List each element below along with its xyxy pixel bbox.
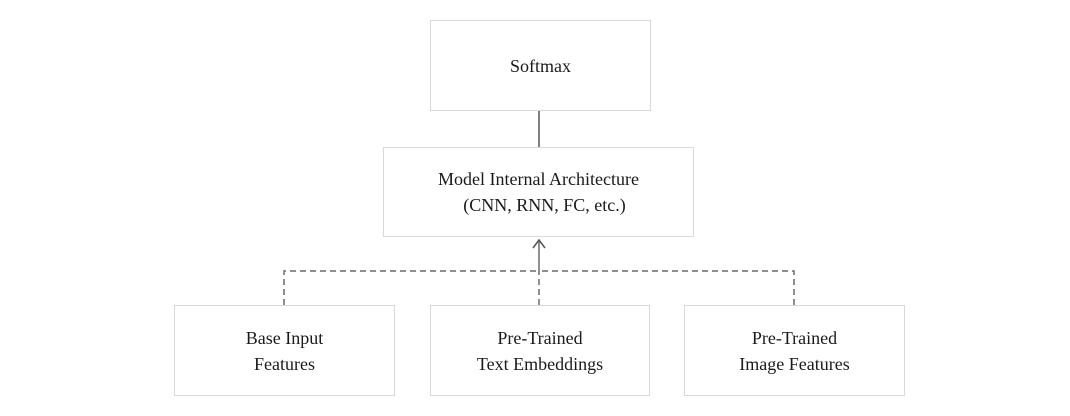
text-embeddings-label-line2: Text Embeddings bbox=[476, 353, 604, 374]
base-input-features-node: Base Input Features bbox=[174, 305, 395, 396]
model-architecture-node: Model Internal Architecture (CNN, RNN, F… bbox=[383, 147, 694, 237]
text-embeddings-node: Pre-Trained Text Embeddings bbox=[430, 305, 650, 396]
text-embeddings-label-line1: Pre-Trained bbox=[497, 327, 583, 348]
image-features-label-line2: Image Features bbox=[739, 353, 850, 374]
model-architecture-label-line2: (CNN, RNN, FC, etc.) bbox=[463, 195, 626, 215]
edge-image-features-dashed bbox=[539, 270, 795, 305]
base-input-label-line1: Base Input bbox=[245, 327, 324, 348]
edge-base-input-dashed bbox=[283, 270, 539, 305]
image-features-label-line1: Pre-Trained bbox=[751, 327, 838, 348]
softmax-node: Softmax bbox=[430, 20, 651, 111]
base-input-label-line2: Features bbox=[254, 353, 315, 374]
image-features-node: Pre-Trained Image Features bbox=[684, 305, 905, 396]
softmax-label: Softmax bbox=[510, 55, 571, 76]
arrowhead-up-icon bbox=[532, 238, 546, 249]
model-architecture-label-line1: Model Internal Architecture bbox=[438, 169, 639, 189]
